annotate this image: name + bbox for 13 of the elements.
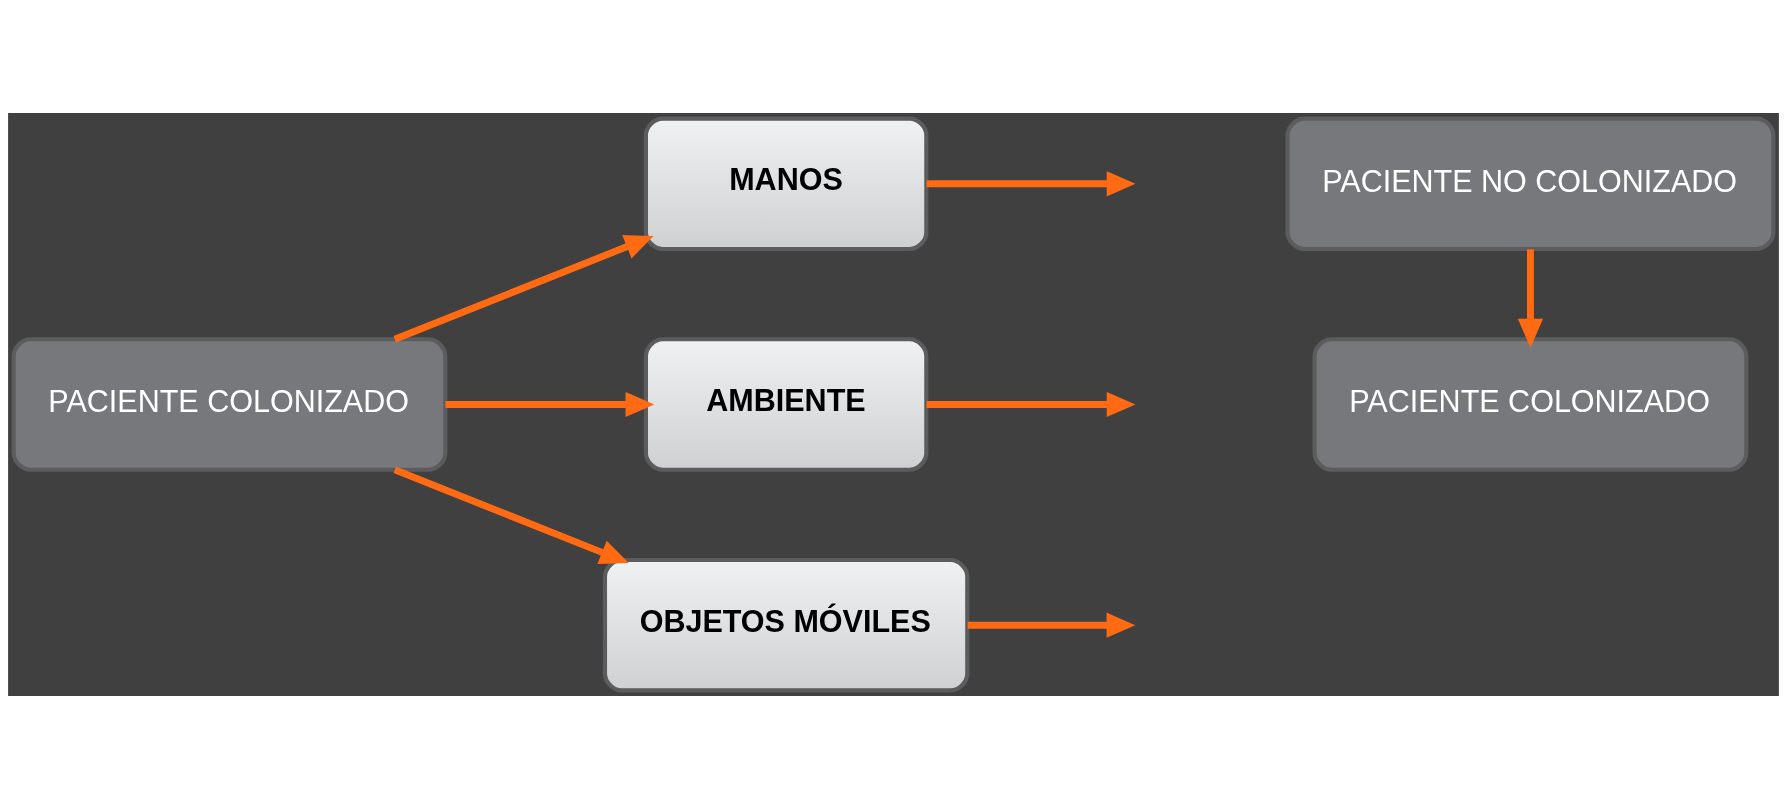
node-box: PACIENTE COLONIZADO bbox=[1312, 336, 1749, 472]
node-box: PACIENTE COLONIZADO bbox=[11, 336, 448, 472]
arrow bbox=[926, 170, 1136, 196]
arrow bbox=[445, 391, 655, 417]
arrow bbox=[967, 612, 1136, 638]
arrow bbox=[1517, 248, 1544, 348]
arrow bbox=[393, 466, 629, 564]
node-box: PACIENTE NO COLONIZADO bbox=[1285, 115, 1776, 251]
arrow bbox=[926, 391, 1136, 417]
node-box: MANOS bbox=[643, 115, 929, 251]
node-box: AMBIENTE bbox=[643, 336, 929, 472]
node-box: OBJETOS MÓVILES bbox=[602, 557, 970, 693]
arrow bbox=[393, 234, 654, 342]
